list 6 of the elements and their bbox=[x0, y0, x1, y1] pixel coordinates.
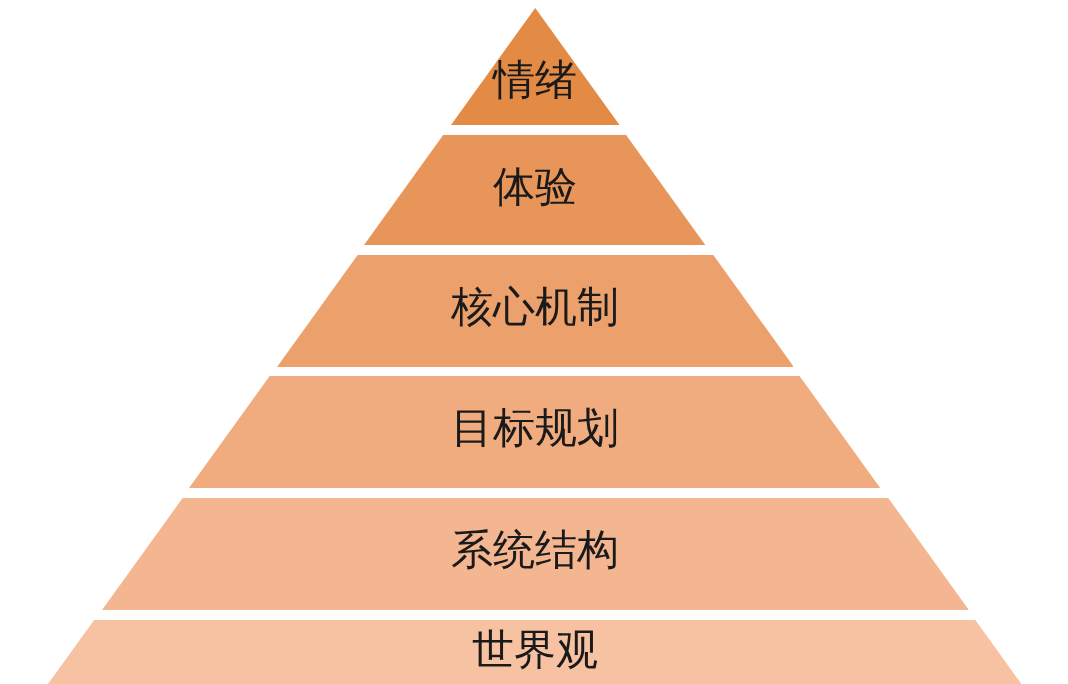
layer-label: 体验 bbox=[493, 163, 577, 211]
layer-label: 世界观 bbox=[472, 626, 598, 674]
layer-label: 系统结构 bbox=[451, 526, 619, 574]
layer-label: 目标规划 bbox=[451, 404, 619, 452]
layer-label: 核心机制 bbox=[451, 283, 619, 331]
layer-label: 情绪 bbox=[493, 56, 577, 104]
